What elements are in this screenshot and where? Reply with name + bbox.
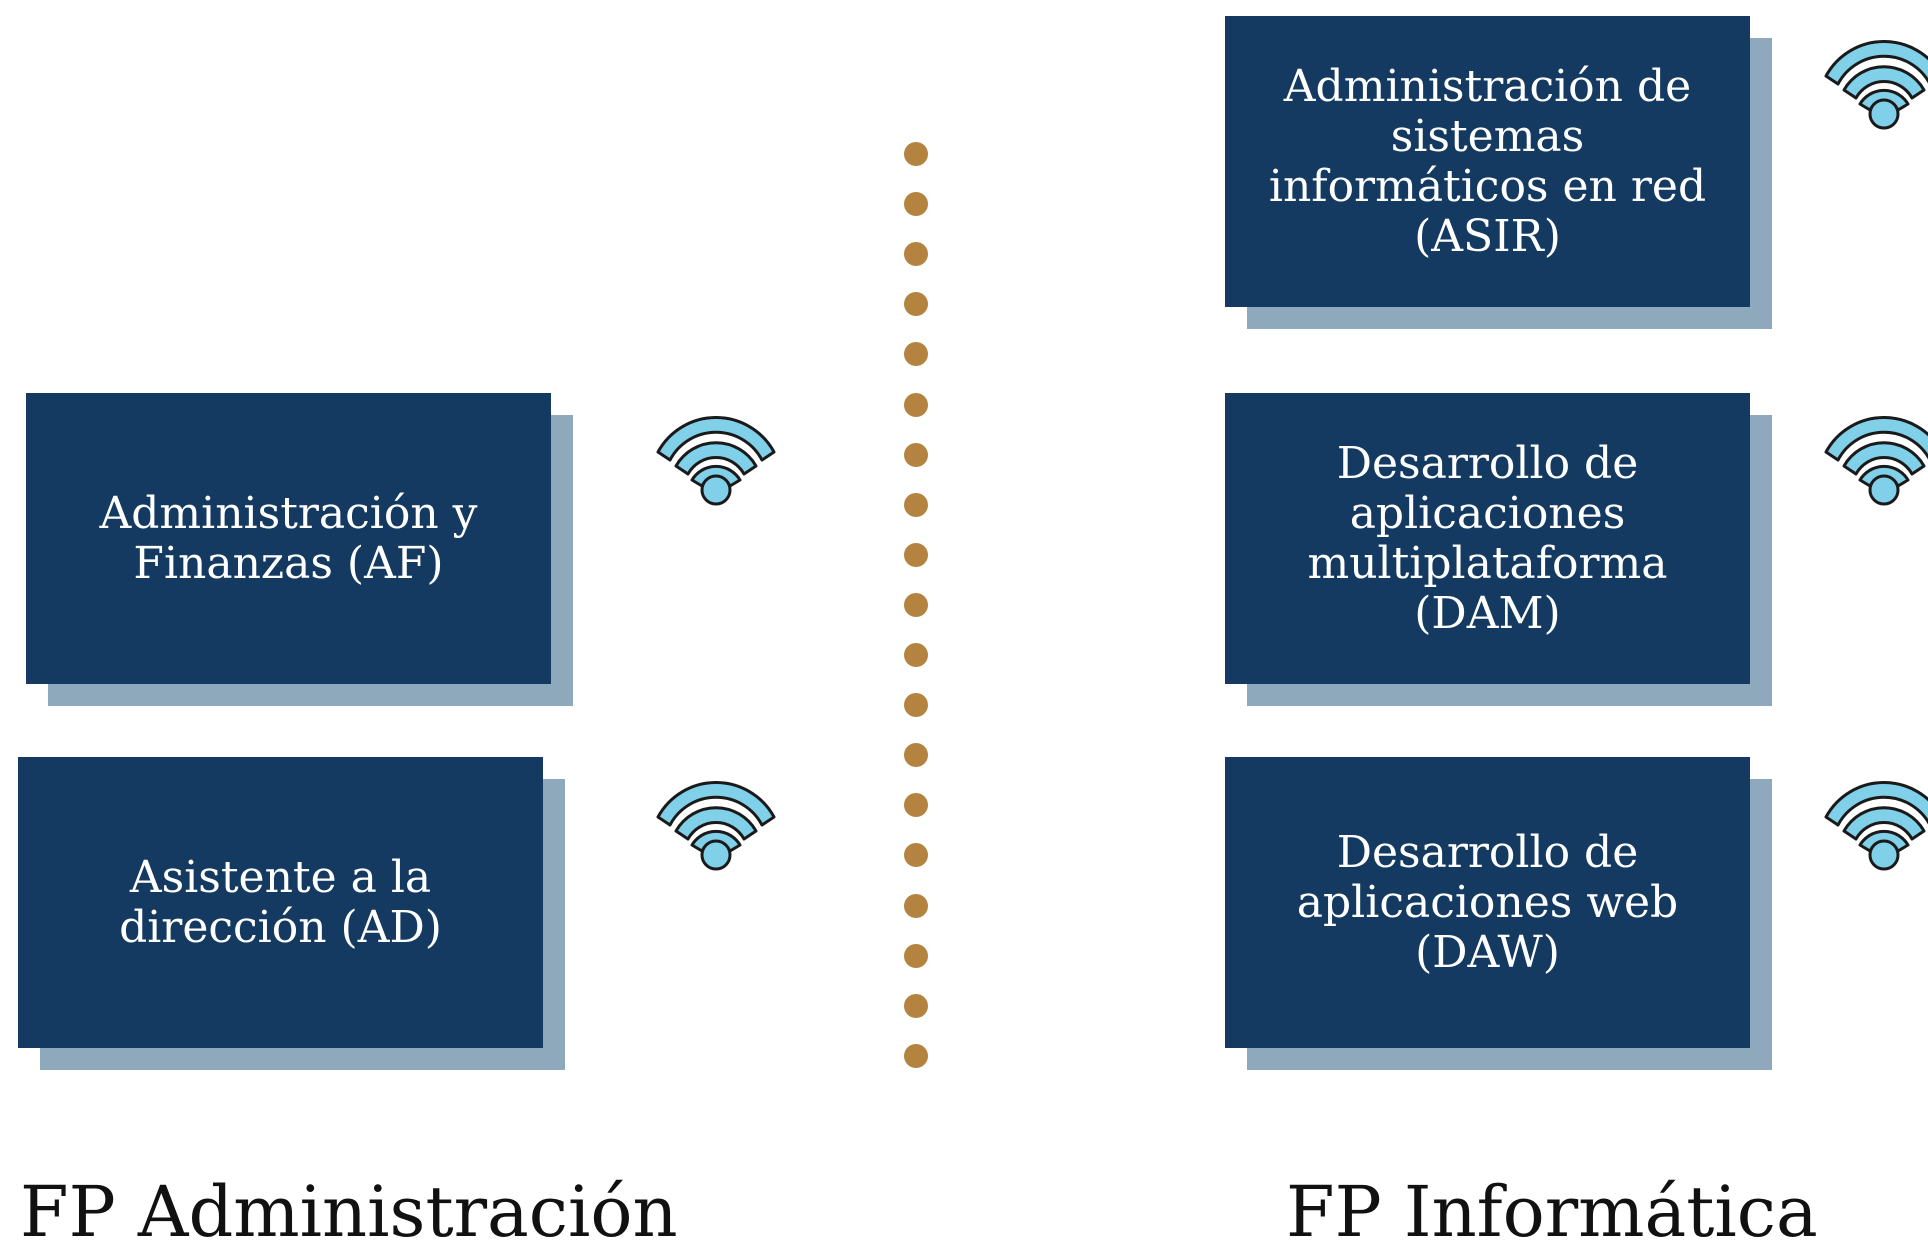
divider-dot [904, 242, 928, 267]
card-label-dam: Desarrollo de aplicaciones multiplatafor… [1307, 437, 1668, 639]
divider-dot [904, 893, 928, 918]
card-label-asir: Administración de sistemas informáticos … [1268, 60, 1707, 262]
wifi-icon [656, 781, 776, 871]
card-label-daw: Desarrollo de aplicaciones web (DAW) [1296, 826, 1679, 978]
divider-dot [904, 292, 928, 317]
wifi-icon [1824, 781, 1928, 871]
divider-dot [904, 442, 928, 467]
dotted-divider [904, 142, 932, 1072]
card-face: Desarrollo de aplicaciones web (DAW) [1225, 757, 1750, 1048]
divider-dot [904, 542, 928, 567]
card-face: Administración y Finanzas (AF) [26, 393, 551, 684]
card-label-ad: Asistente a la dirección (AD) [119, 851, 442, 953]
card-dam: Desarrollo de aplicaciones multiplatafor… [1225, 393, 1772, 706]
divider-dot [904, 142, 928, 166]
wifi-icon [656, 416, 776, 506]
divider-dot [904, 1043, 928, 1068]
divider-dot [904, 592, 928, 617]
group-title-administracion: FP Administración [20, 1171, 678, 1253]
card-face: Desarrollo de aplicaciones multiplatafor… [1225, 393, 1750, 684]
divider-dot [904, 492, 928, 517]
divider-dot [904, 943, 928, 968]
divider-dot [904, 342, 928, 367]
divider-dot [904, 192, 928, 217]
card-af: Administración y Finanzas (AF) [26, 393, 573, 706]
divider-dot [904, 793, 928, 818]
wifi-icon [1824, 416, 1928, 506]
divider-dot [904, 392, 928, 417]
card-label-af: Administración y Finanzas (AF) [99, 487, 478, 589]
wifi-icon [1824, 40, 1928, 130]
divider-dot [904, 643, 928, 667]
divider-dot [904, 993, 928, 1018]
card-asir: Administración de sistemas informáticos … [1225, 16, 1772, 329]
card-ad: Asistente a la dirección (AD) [18, 757, 565, 1070]
divider-dot [904, 843, 928, 868]
card-face: Asistente a la dirección (AD) [18, 757, 543, 1048]
card-face: Administración de sistemas informáticos … [1225, 16, 1750, 307]
group-title-informatica: FP Informática [1286, 1171, 1818, 1253]
divider-dot [904, 693, 928, 718]
divider-dot [904, 743, 928, 768]
card-daw: Desarrollo de aplicaciones web (DAW) [1225, 757, 1772, 1070]
